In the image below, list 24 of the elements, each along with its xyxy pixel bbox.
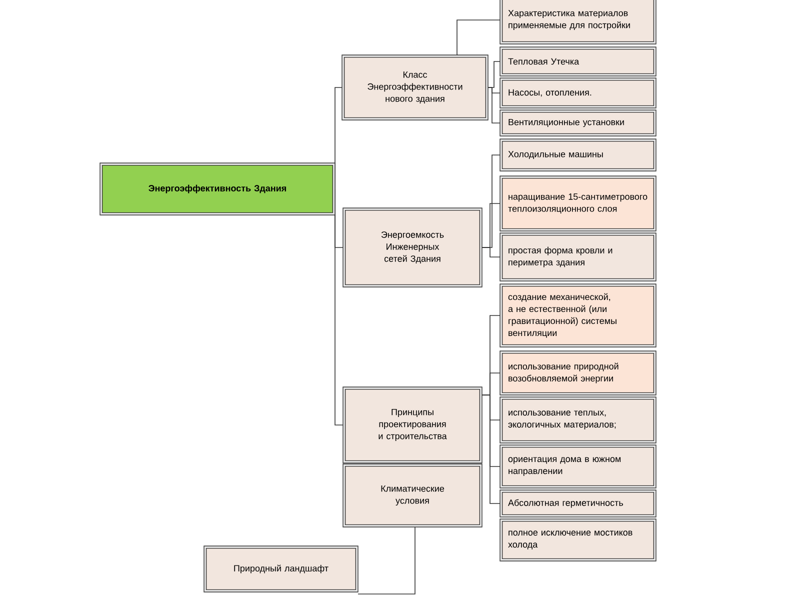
title-box: Энергоэффективность Здания <box>100 162 336 216</box>
topic-box: использование природной возобновляемой энергии <box>500 350 656 396</box>
topic-box: Характеристика материалов применяемые для постройки <box>500 0 656 44</box>
connector-line <box>456 20 500 56</box>
topic-box: Климатические условия <box>342 464 482 528</box>
topic-box: Природный ландшафт <box>204 546 358 592</box>
connector-line <box>358 526 416 594</box>
topic-box: создание механической, а не естественной (или гравитационной) системы вентиляции <box>500 284 656 348</box>
topic-box: Принципы проектирования и строительства <box>342 386 482 464</box>
topic-box: Холодильные машины <box>500 138 656 172</box>
connector-line <box>482 394 500 504</box>
topic-box: ориентация дома в южном направлении <box>500 444 656 488</box>
topic-box: наращивание 15-сантиметрового теплоизоляционного слоя <box>500 176 656 232</box>
topic-box: Энергоемкость Инженерных сетей Здания <box>342 208 482 288</box>
topic-box: Тепловая Утечка <box>500 46 656 76</box>
topic-box: Вентиляционные установки <box>500 110 656 136</box>
topic-box: полное исключение мостиков холода <box>500 518 656 562</box>
connector-line <box>488 87 500 124</box>
topic-box: использование теплых, экологичных материалов; <box>500 396 656 444</box>
topic-box: Насосы, отопления. <box>500 78 656 108</box>
topic-box: Абсолютная герметичность <box>500 490 656 518</box>
connector-line <box>482 247 500 258</box>
topic-box: простая форма кровли и периметра здания <box>500 232 656 282</box>
topic-box: Класс Энергоэффективности нового здания <box>342 54 488 120</box>
